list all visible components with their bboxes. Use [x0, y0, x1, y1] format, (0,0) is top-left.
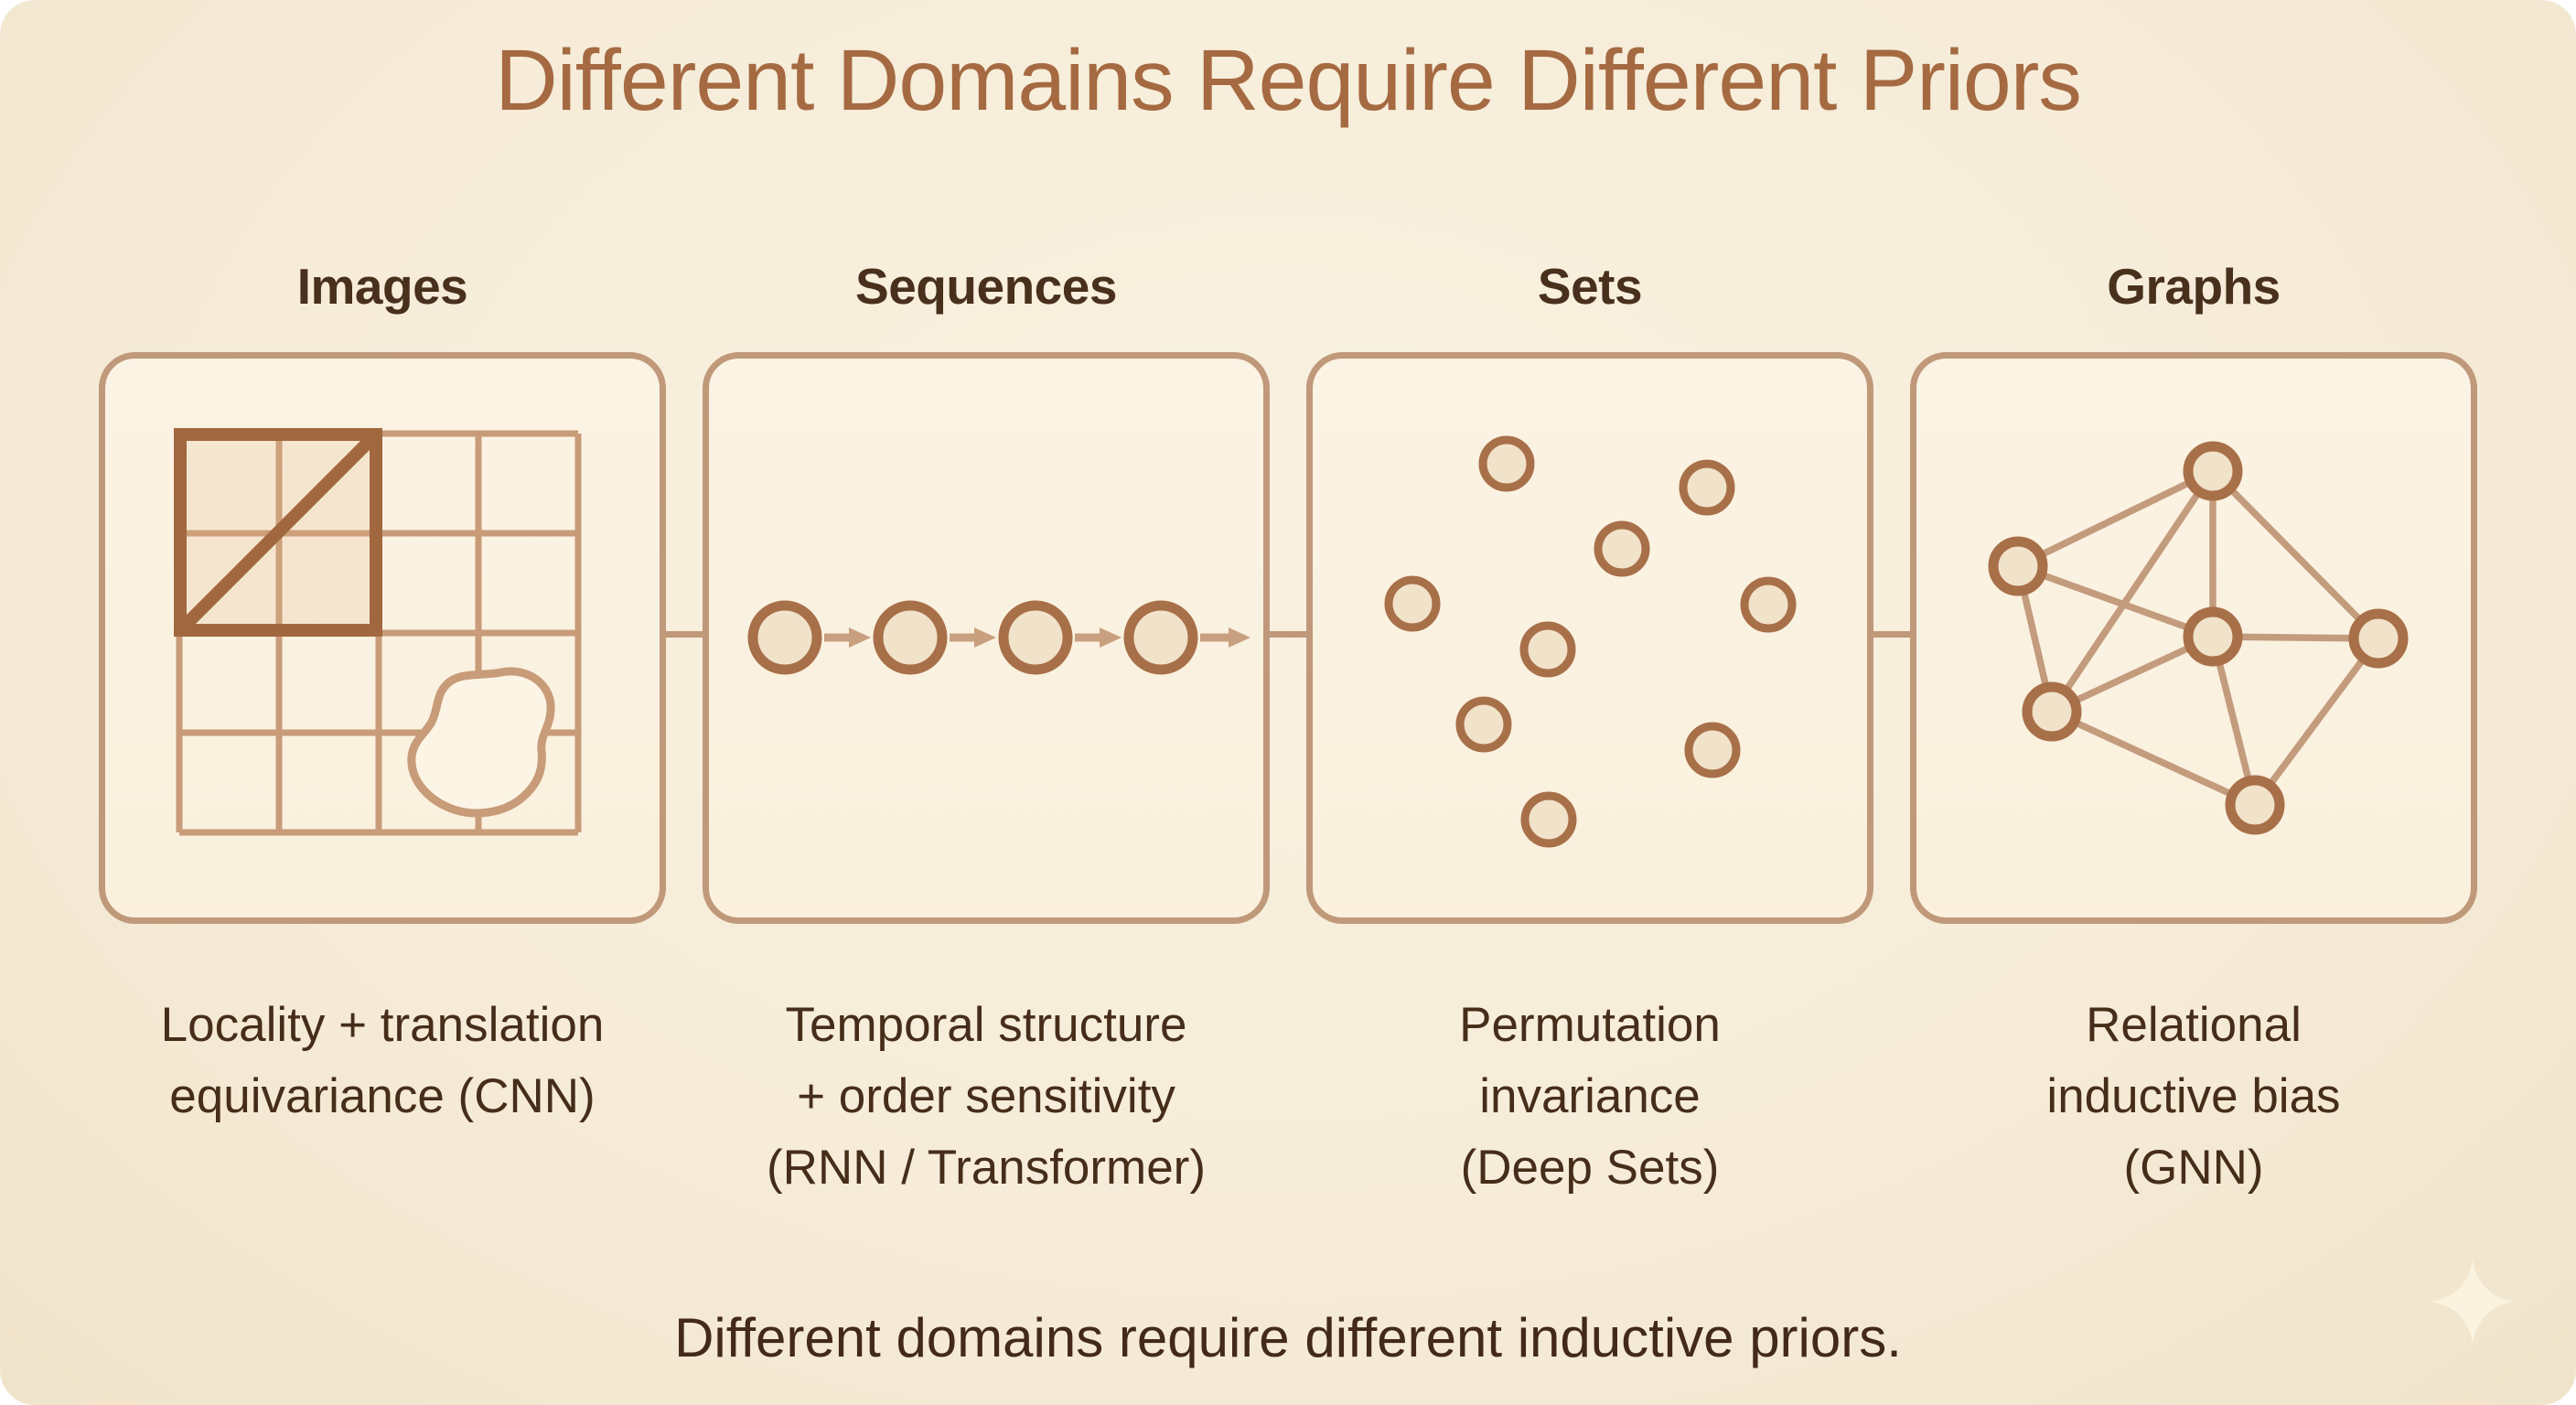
footer-text: Different domains require different indu…: [674, 1307, 1902, 1368]
panel-connector-line: [1864, 631, 1919, 638]
page-title: Different Domains Require Different Prio…: [495, 32, 2082, 129]
panel-connector-line: [657, 631, 712, 638]
panel-box-images: [99, 352, 666, 924]
panel-box-graphs: [1910, 352, 2477, 924]
panel-caption-sequences: Temporal structure + order sensitivity (…: [767, 998, 1206, 1195]
graph-network-icon: [1910, 352, 2477, 924]
panel-caption-images: Locality + translation equivariance (CNN…: [160, 998, 605, 1123]
panel-caption-graphs: Relational inductive bias (GNN): [2046, 998, 2341, 1195]
grid-diagram-icon: [99, 352, 666, 924]
panel-header-sets: Sets: [1537, 258, 1643, 315]
panel-caption-sets: Permutation invariance (Deep Sets): [1459, 998, 1721, 1195]
panel-box-sets: [1306, 352, 1873, 924]
panel-connector-line: [1261, 631, 1315, 638]
panel-box-sequences: [703, 352, 1270, 924]
panel-header-sequences: Sequences: [855, 258, 1117, 315]
sparkle-icon: [2431, 1260, 2515, 1344]
scattered-points-icon: [1306, 352, 1873, 924]
panel-header-graphs: Graphs: [2107, 258, 2281, 315]
sequence-chain-icon: [703, 352, 1270, 924]
panel-header-images: Images: [296, 258, 468, 315]
